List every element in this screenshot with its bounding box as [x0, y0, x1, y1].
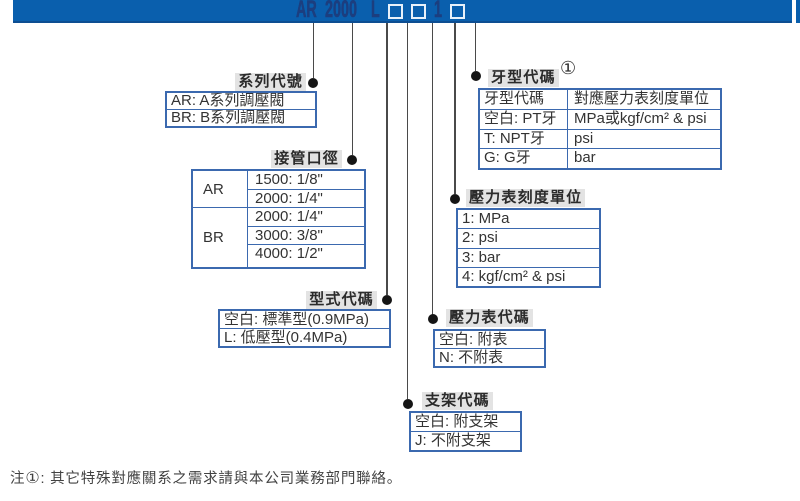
model-size: 2000: [325, 0, 358, 24]
port-size-row: 2000: 1/4": [248, 207, 364, 226]
footnote-ref-mark: ①: [25, 470, 41, 487]
type-row: 空白: 標準型(0.9MPa): [224, 311, 370, 328]
model-placeholder-box: [411, 4, 426, 19]
connector-line-series: [312, 23, 314, 78]
model-placeholder-box: [450, 4, 465, 19]
port-series-cell: AR: [193, 171, 247, 209]
unit-table: 1: MPa 2: psi 3: bar 4: kgf/cm² & psi: [456, 208, 601, 288]
bracket-table: 空白: 附支架 J: 不附支架: [409, 411, 522, 452]
thread-code-cell: T: NPT牙: [480, 129, 568, 149]
gauge-table-label: 壓力表代碼: [446, 309, 534, 327]
connector-dot-unit: [450, 194, 460, 204]
model-series: AR: [296, 0, 317, 24]
thread-row: G: G牙 bar: [480, 148, 720, 168]
thread-code-cell: 空白: PT牙: [480, 109, 568, 129]
connector-dot-series: [308, 77, 319, 88]
gauge-row: 空白: 附表: [439, 331, 508, 348]
port-table: AR BR 1500: 1/8" 2000: 1/4" 2000: 1/4" 3…: [191, 169, 366, 269]
thread-unit-cell: MPa或kgf/cm² & psi: [574, 109, 707, 127]
port-size-column: 1500: 1/8" 2000: 1/4" 2000: 1/4" 3000: 3…: [248, 171, 364, 267]
type-table-label: 型式代碼: [306, 291, 377, 309]
connector-line-port: [351, 23, 353, 155]
connector-line-thread: [474, 23, 477, 71]
connector-line-bracket: [406, 23, 409, 399]
connector-line-gauge: [431, 23, 434, 315]
thread-header-row: 牙型代碼 對應壓力表刻度單位: [480, 90, 720, 109]
unit-row: 2: psi: [458, 228, 599, 247]
thread-header-code: 牙型代碼: [480, 90, 568, 109]
port-size-row: 3000: 3/8": [248, 225, 364, 245]
port-series-cell: BR: [203, 229, 224, 247]
connector-dot-port: [347, 154, 358, 165]
port-size-row: 4000: 1/2": [248, 244, 364, 263]
thread-row: 空白: PT牙 MPa或kgf/cm² & psi: [480, 108, 720, 129]
bracket-row: J: 不附支架: [411, 431, 520, 450]
type-table: 空白: 標準型(0.9MPa) L: 低壓型(0.4MPa): [218, 309, 391, 348]
header-bar-right-strip: [796, 0, 800, 23]
thread-row: T: NPT牙 psi: [480, 128, 720, 149]
model-placeholder-box: [388, 4, 403, 19]
footnote: 注①: 其它特殊對應關系之需求請與本公司業務部門聯絡。: [10, 467, 402, 488]
port-series-column: AR BR: [193, 171, 248, 267]
series-row: BR: B系列調壓閥: [167, 109, 315, 126]
unit-row: 1: MPa: [462, 210, 510, 227]
port-table-label: 接管口徑: [271, 150, 342, 168]
connector-line-type: [386, 23, 388, 295]
port-size-row: 1500: 1/8": [255, 171, 323, 188]
connector-line-unit: [454, 23, 456, 194]
model-type: L: [371, 0, 380, 24]
connector-dot-gauge: [427, 314, 438, 324]
footnote-text: : 其它特殊對應關系之需求請與本公司業務部門聯絡。: [40, 471, 403, 487]
unit-row: 4: kgf/cm² & psi: [458, 266, 599, 286]
port-size-row: 2000: 1/4": [248, 188, 364, 208]
footnote-reference-mark: ①: [560, 58, 577, 78]
connector-dot-thread: [470, 71, 481, 81]
connector-dot-type: [381, 294, 392, 305]
footnote-prefix: 注: [10, 471, 26, 487]
thread-code-cell: G: G牙: [480, 149, 568, 168]
series-table-label: 系列代號: [235, 73, 306, 91]
thread-unit-cell: bar: [574, 149, 596, 167]
thread-table: 牙型代碼 對應壓力表刻度單位 空白: PT牙 MPa或kgf/cm² & psi…: [478, 88, 722, 170]
model-code: AR 2000 L 1: [0, 0, 800, 23]
thread-table-label: 牙型代碼: [488, 69, 559, 87]
connector-dot-bracket: [402, 398, 413, 409]
model-unit: 1: [434, 0, 443, 24]
bracket-table-label: 支架代碼: [422, 392, 493, 410]
gauge-row: N: 不附表: [435, 348, 544, 366]
bracket-row: 空白: 附支架: [415, 413, 499, 430]
thread-unit-cell: psi: [574, 129, 594, 147]
thread-header-unit: 對應壓力表刻度單位: [574, 90, 710, 107]
series-row: AR: A系列調壓閥: [171, 93, 285, 109]
series-table: AR: A系列調壓閥 BR: B系列調壓閥: [165, 91, 317, 128]
unit-row: 3: bar: [458, 247, 599, 267]
type-row: L: 低壓型(0.4MPa): [220, 328, 389, 346]
unit-table-label: 壓力表刻度單位: [466, 189, 586, 207]
gauge-table: 空白: 附表 N: 不附表: [433, 329, 546, 368]
